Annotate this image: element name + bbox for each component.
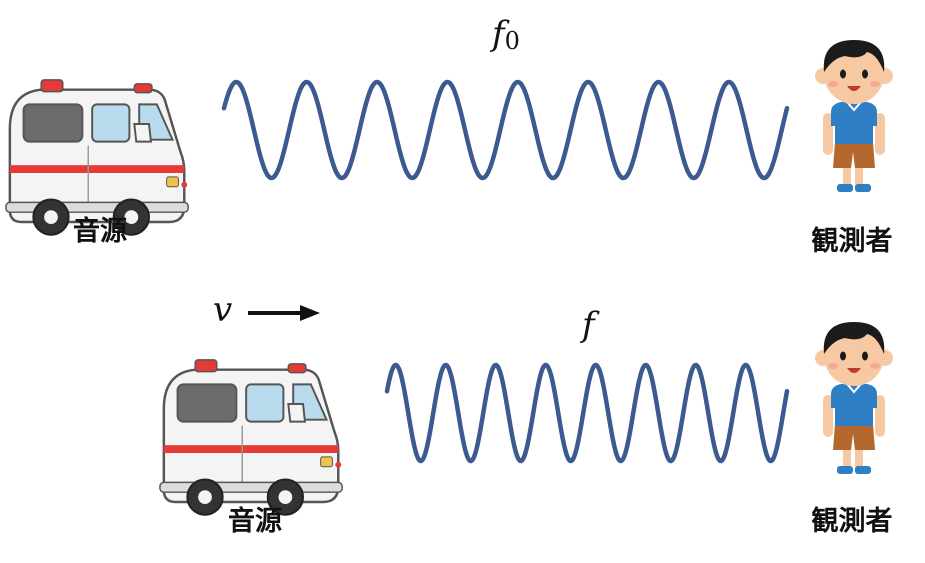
observer-label-bottom: 観測者 bbox=[812, 505, 893, 537]
sound-wave-bottom bbox=[384, 362, 790, 464]
ambulance-icon bbox=[4, 78, 190, 236]
boy-icon bbox=[814, 321, 894, 475]
bottom-scene: v f 音源 観測者 bbox=[158, 290, 894, 537]
velocity-label: v bbox=[213, 290, 232, 330]
frequency-label-bottom: f bbox=[579, 305, 600, 345]
source-label-top: 音源 bbox=[73, 215, 127, 247]
observer-label-top: 観測者 bbox=[812, 225, 893, 257]
right-arrow-icon bbox=[248, 305, 320, 321]
sound-wave-top bbox=[221, 79, 790, 181]
frequency-label-top: f0 bbox=[489, 14, 520, 55]
ambulance-icon bbox=[158, 358, 344, 516]
top-scene: f0 音源 観測者 bbox=[4, 14, 894, 257]
boy-icon bbox=[814, 39, 894, 193]
source-label-bottom: 音源 bbox=[228, 505, 282, 537]
